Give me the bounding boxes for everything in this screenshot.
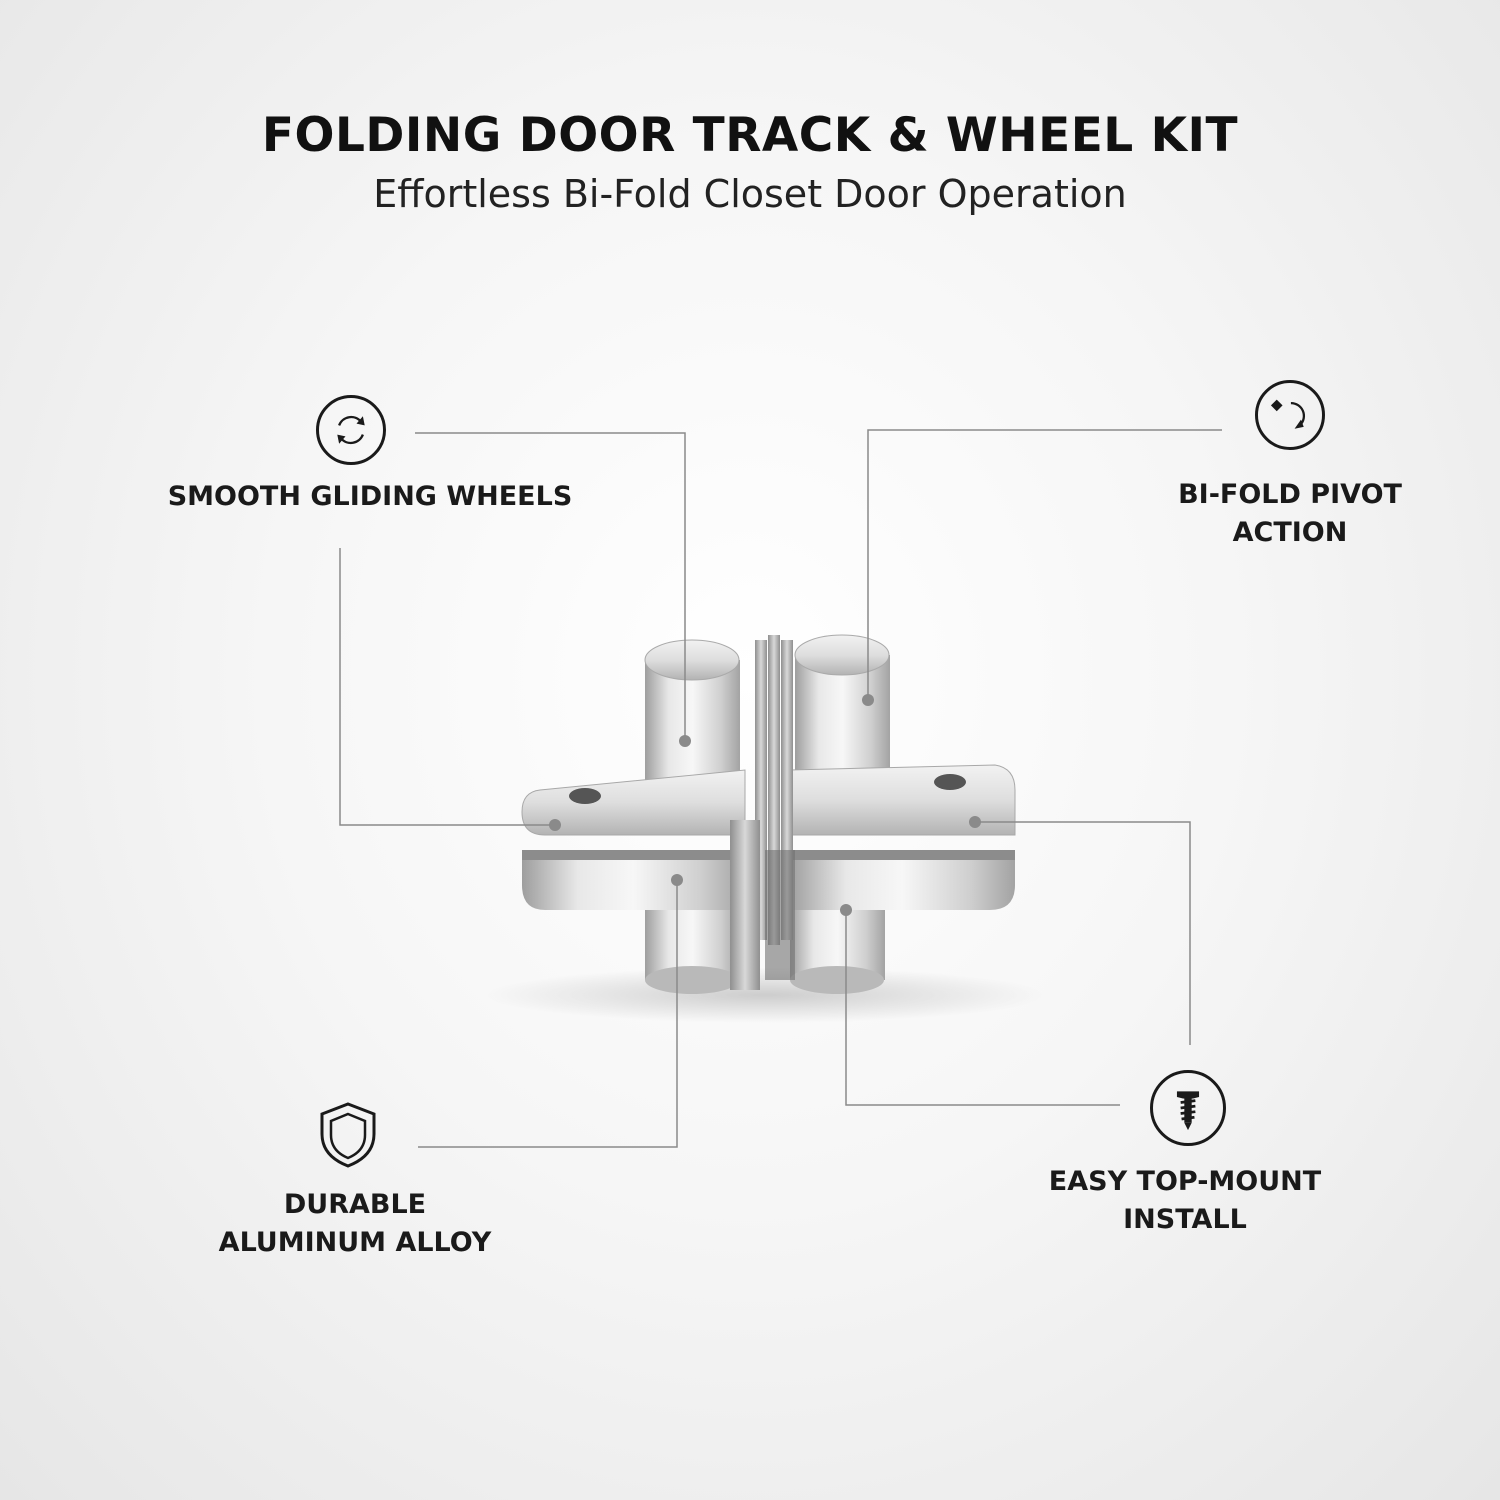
hinge-shadow xyxy=(485,967,1045,1023)
feature-pivot-line1: BI-FOLD PIVOT xyxy=(1178,479,1402,510)
callout-dots xyxy=(549,694,981,916)
page-title: FOLDING DOOR TRACK & WHEEL KIT xyxy=(261,108,1239,163)
feature-durable-line1: DURABLE xyxy=(283,1189,427,1220)
screw-icon xyxy=(1150,1070,1226,1146)
upper-left-cylinder xyxy=(644,639,740,800)
feature-pivot-label: BI-FOLD PIVOT ACTION xyxy=(1150,476,1430,552)
rotate-arrows-icon xyxy=(316,395,386,465)
feature-durable-line2: ALUMINUM ALLOY xyxy=(218,1227,492,1258)
feature-install-line2: INSTALL xyxy=(1123,1204,1247,1235)
left-arm xyxy=(521,769,746,910)
feature-pivot-line2: ACTION xyxy=(1232,517,1348,548)
feature-durable-label: DURABLE ALUMINUM ALLOY xyxy=(200,1186,510,1262)
pivot-arrow-icon xyxy=(1255,380,1325,450)
feature-install-line1: EASY TOP-MOUNT xyxy=(1048,1166,1322,1197)
callout-lines xyxy=(339,429,1222,1148)
right-arm xyxy=(789,764,1016,910)
shield-icon xyxy=(320,1102,376,1168)
page-subtitle: Effortless Bi-Fold Closet Door Operation xyxy=(373,172,1127,216)
center-links xyxy=(730,635,795,990)
feature-install-label: EASY TOP-MOUNT INSTALL xyxy=(1030,1163,1340,1239)
feature-smooth-label: SMOOTH GLIDING WHEELS xyxy=(167,481,573,512)
